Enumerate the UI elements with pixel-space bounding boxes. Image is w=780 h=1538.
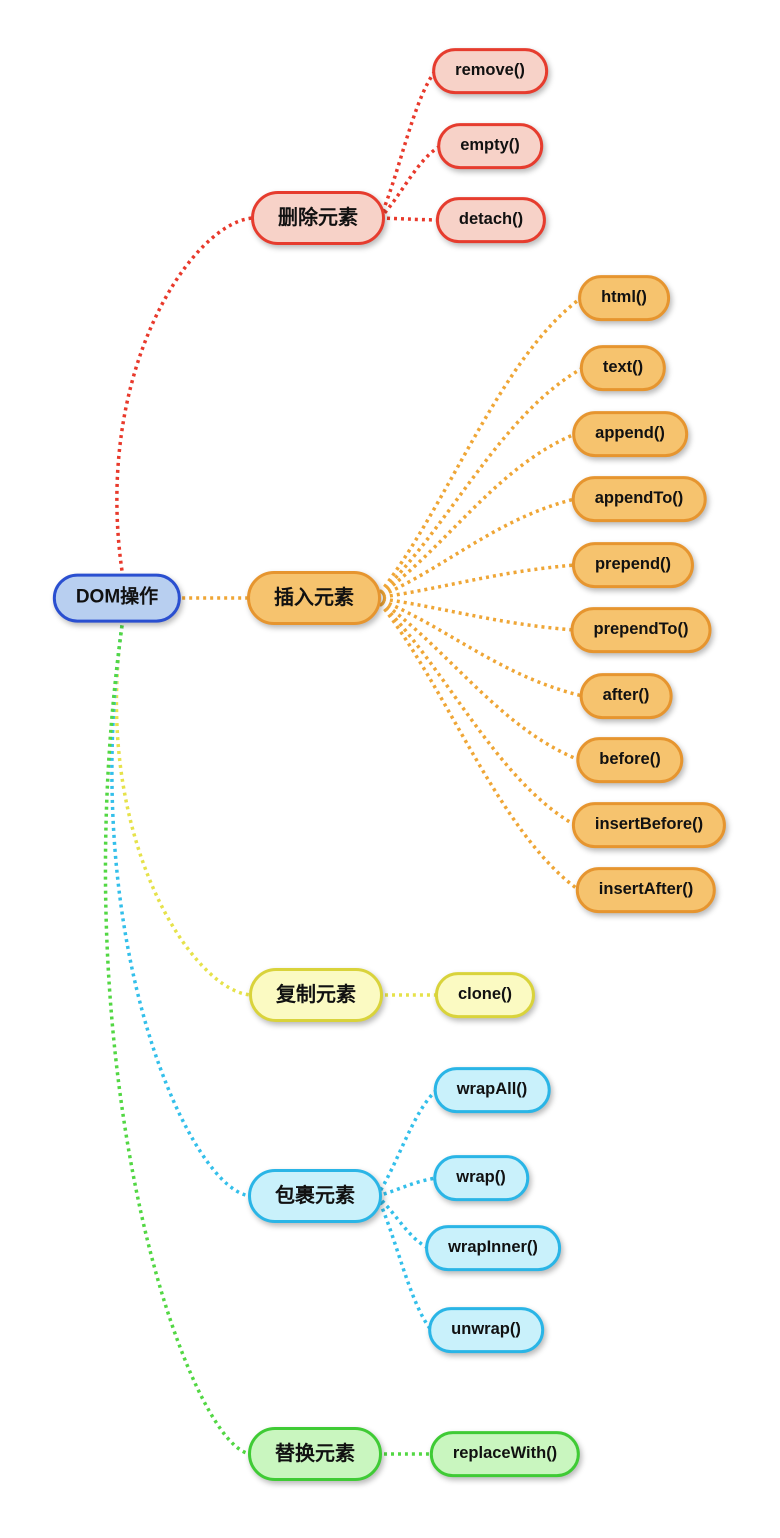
edge-root-to-node-wrap-elements bbox=[110, 618, 253, 1198]
edge-node-insert-elements-to-node-prepend bbox=[375, 563, 576, 600]
node-clone[interactable]: clone() bbox=[434, 972, 536, 1018]
node-after[interactable]: after() bbox=[579, 673, 673, 719]
node-text[interactable]: text() bbox=[579, 345, 667, 391]
edge-node-insert-elements-to-node-insertbefore bbox=[374, 596, 576, 827]
node-prependto[interactable]: prependTo() bbox=[570, 607, 712, 653]
node-delete-elements[interactable]: 删除元素 bbox=[251, 191, 385, 245]
edge-node-delete-elements-to-node-empty bbox=[378, 144, 442, 220]
edge-root-to-node-clone-elements bbox=[114, 618, 254, 997]
edge-node-insert-elements-to-node-text bbox=[374, 366, 584, 600]
node-empty[interactable]: empty() bbox=[437, 123, 543, 169]
node-clone-elements[interactable]: 复制元素 bbox=[249, 968, 383, 1022]
edge-node-wrap-elements-to-node-wrapall bbox=[375, 1088, 438, 1197]
edge-node-insert-elements-to-node-prependto bbox=[375, 596, 574, 632]
edge-node-insert-elements-to-node-appendto bbox=[375, 497, 576, 600]
edge-node-insert-elements-to-node-append bbox=[374, 432, 576, 600]
edge-node-wrap-elements-to-node-unwrap bbox=[375, 1195, 433, 1332]
node-replace-elements[interactable]: 替换元素 bbox=[248, 1427, 382, 1481]
node-prepend[interactable]: prepend() bbox=[571, 542, 695, 588]
edge-node-insert-elements-to-node-before bbox=[375, 596, 580, 762]
node-detach[interactable]: detach() bbox=[435, 197, 547, 243]
node-wrap[interactable]: wrap() bbox=[433, 1155, 529, 1201]
edge-node-insert-elements-to-node-html bbox=[374, 296, 583, 600]
edge-node-delete-elements-to-node-detach bbox=[379, 216, 439, 222]
node-append[interactable]: append() bbox=[572, 411, 688, 457]
edge-node-wrap-elements-to-node-wrap bbox=[376, 1176, 437, 1198]
edge-node-delete-elements-to-node-remove bbox=[378, 69, 437, 219]
edge-root-to-node-delete-elements bbox=[115, 216, 256, 578]
node-insertafter[interactable]: insertAfter() bbox=[575, 867, 717, 913]
node-html[interactable]: html() bbox=[578, 275, 670, 321]
edge-node-insert-elements-to-node-after bbox=[375, 596, 584, 698]
node-wrapall[interactable]: wrapAll() bbox=[433, 1067, 551, 1113]
node-replacewith[interactable]: replaceWith() bbox=[429, 1431, 581, 1477]
node-dom-operations[interactable]: DOM操作 bbox=[52, 573, 182, 623]
node-wrap-elements[interactable]: 包裹元素 bbox=[248, 1169, 382, 1223]
node-insertbefore[interactable]: insertBefore() bbox=[571, 802, 727, 848]
node-insert-elements[interactable]: 插入元素 bbox=[247, 571, 381, 625]
edge-node-wrap-elements-to-node-wrapinner bbox=[375, 1194, 429, 1250]
edge-root-to-node-replace-elements bbox=[103, 618, 253, 1456]
node-wrapinner[interactable]: wrapInner() bbox=[425, 1225, 561, 1271]
node-remove[interactable]: remove() bbox=[432, 48, 548, 94]
edge-node-insert-elements-to-node-insertafter bbox=[374, 596, 580, 892]
node-appendto[interactable]: appendTo() bbox=[571, 476, 707, 522]
node-before[interactable]: before() bbox=[576, 737, 684, 783]
node-unwrap[interactable]: unwrap() bbox=[428, 1307, 544, 1353]
